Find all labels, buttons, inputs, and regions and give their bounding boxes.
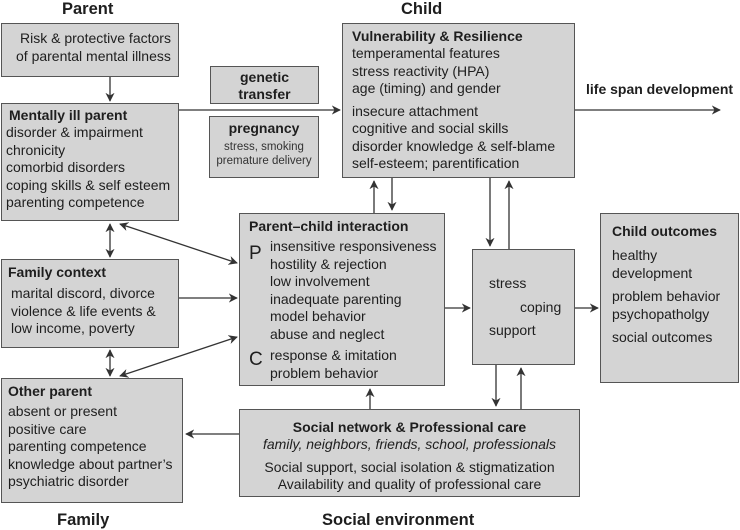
box-title: Parent–child interaction bbox=[249, 218, 409, 234]
list-item: stress, smoking bbox=[224, 141, 304, 153]
list-item: temperamental features bbox=[352, 45, 500, 61]
list-item: low income, poverty bbox=[11, 320, 135, 336]
list-item: low involvement bbox=[270, 273, 370, 289]
list-item: model behavior bbox=[270, 308, 366, 324]
list-item: response & imitation bbox=[270, 347, 397, 363]
genetic-line: genetic bbox=[239, 69, 289, 85]
list-item: cognitive and social skills bbox=[352, 120, 509, 136]
list-item: absent or present bbox=[8, 403, 117, 419]
list-item: healthy bbox=[612, 247, 658, 263]
box-title: pregnancy bbox=[228, 120, 300, 136]
support-label: support bbox=[489, 322, 536, 338]
child-outcomes-box: Child outcomes healthy development probl… bbox=[600, 213, 739, 383]
list-item: problem behavior bbox=[270, 364, 379, 381]
list-item: parenting competence bbox=[8, 438, 147, 454]
list-item: abuse and neglect bbox=[270, 325, 385, 342]
box-subtitle: family, neighbors, friends, school, prof… bbox=[262, 436, 557, 452]
other-parent-box: Other parent absent or present positive … bbox=[1, 378, 183, 503]
box-title: Other parent bbox=[8, 383, 93, 399]
parent-child-interaction-box: Parent–child interaction P insensitive r… bbox=[239, 213, 445, 386]
list-item: Social support, social isolation & stigm… bbox=[264, 458, 555, 475]
heading-child: Child bbox=[401, 0, 443, 18]
list-item: coping skills & self esteem bbox=[6, 176, 171, 193]
list-item: parenting competence bbox=[6, 194, 145, 210]
list-item: comorbid disorders bbox=[6, 159, 126, 175]
list-item: insensitive responsiveness bbox=[270, 238, 437, 254]
vulnerability-resilience-box: Vulnerability & Resilience temperamental… bbox=[342, 23, 575, 178]
box-title: Family context bbox=[8, 264, 107, 280]
list-item: violence & life events & bbox=[11, 302, 156, 319]
list-item: inadequate parenting bbox=[270, 290, 402, 307]
social-network-box: Social network & Professional care famil… bbox=[239, 409, 580, 497]
list-item: knowledge about partner’s bbox=[8, 455, 173, 472]
risk-line: of parental mental illness bbox=[16, 47, 171, 64]
stress-label: stress bbox=[489, 275, 527, 291]
list-item: hostility & rejection bbox=[270, 255, 387, 272]
list-item: Availability and quality of professional… bbox=[277, 476, 542, 492]
list-item: disorder & impairment bbox=[6, 124, 143, 140]
family-context-box: Family context marital discord, divorce … bbox=[1, 259, 179, 348]
risk-factors-box: Risk & protective factors of parental me… bbox=[1, 23, 179, 77]
risk-line: Risk & protective factors bbox=[20, 30, 171, 46]
list-item: psychopatholgy bbox=[612, 305, 710, 322]
heading-family: Family bbox=[57, 511, 110, 529]
box-title: Child outcomes bbox=[612, 223, 718, 239]
list-item: stress reactivity (HPA) bbox=[352, 62, 490, 79]
transfer-line: transfer bbox=[238, 86, 291, 102]
genetic-transfer-box: genetic transfer bbox=[210, 66, 319, 104]
arrow-parent-pci bbox=[119, 222, 238, 265]
list-item: problem behavior bbox=[612, 288, 721, 304]
box-title: Social network & Professional care bbox=[292, 419, 527, 435]
list-item: self-esteem; parentification bbox=[352, 155, 520, 171]
list-item: marital discord, divorce bbox=[11, 285, 155, 301]
pregnancy-box: pregnancy stress, smoking premature deli… bbox=[209, 116, 319, 178]
coping-label: coping bbox=[520, 299, 562, 315]
list-item: development bbox=[612, 264, 693, 281]
heading-social-environment: Social environment bbox=[322, 511, 475, 529]
list-item: psychiatric disorder bbox=[8, 473, 129, 489]
child-label: C bbox=[249, 349, 263, 370]
stress-coping-support-box: stress coping support bbox=[472, 249, 575, 365]
list-item: chronicity bbox=[6, 141, 66, 158]
list-item: disorder knowledge & self-blame bbox=[352, 137, 556, 154]
mentally-ill-parent-box: Mentally ill parent disorder & impairmen… bbox=[1, 103, 179, 221]
box-title: Vulnerability & Resilience bbox=[352, 28, 523, 44]
list-item: age (timing) and gender bbox=[352, 80, 501, 96]
heading-parent: Parent bbox=[62, 0, 114, 18]
list-item: insecure attachment bbox=[352, 102, 479, 119]
parent-label: P bbox=[249, 243, 262, 264]
list-item: premature delivery bbox=[216, 155, 312, 167]
list-item: social outcomes bbox=[612, 329, 713, 345]
heading-life-span-development: life span development bbox=[586, 81, 734, 97]
list-item: positive care bbox=[8, 420, 87, 437]
box-title: Mentally ill parent bbox=[9, 107, 128, 123]
